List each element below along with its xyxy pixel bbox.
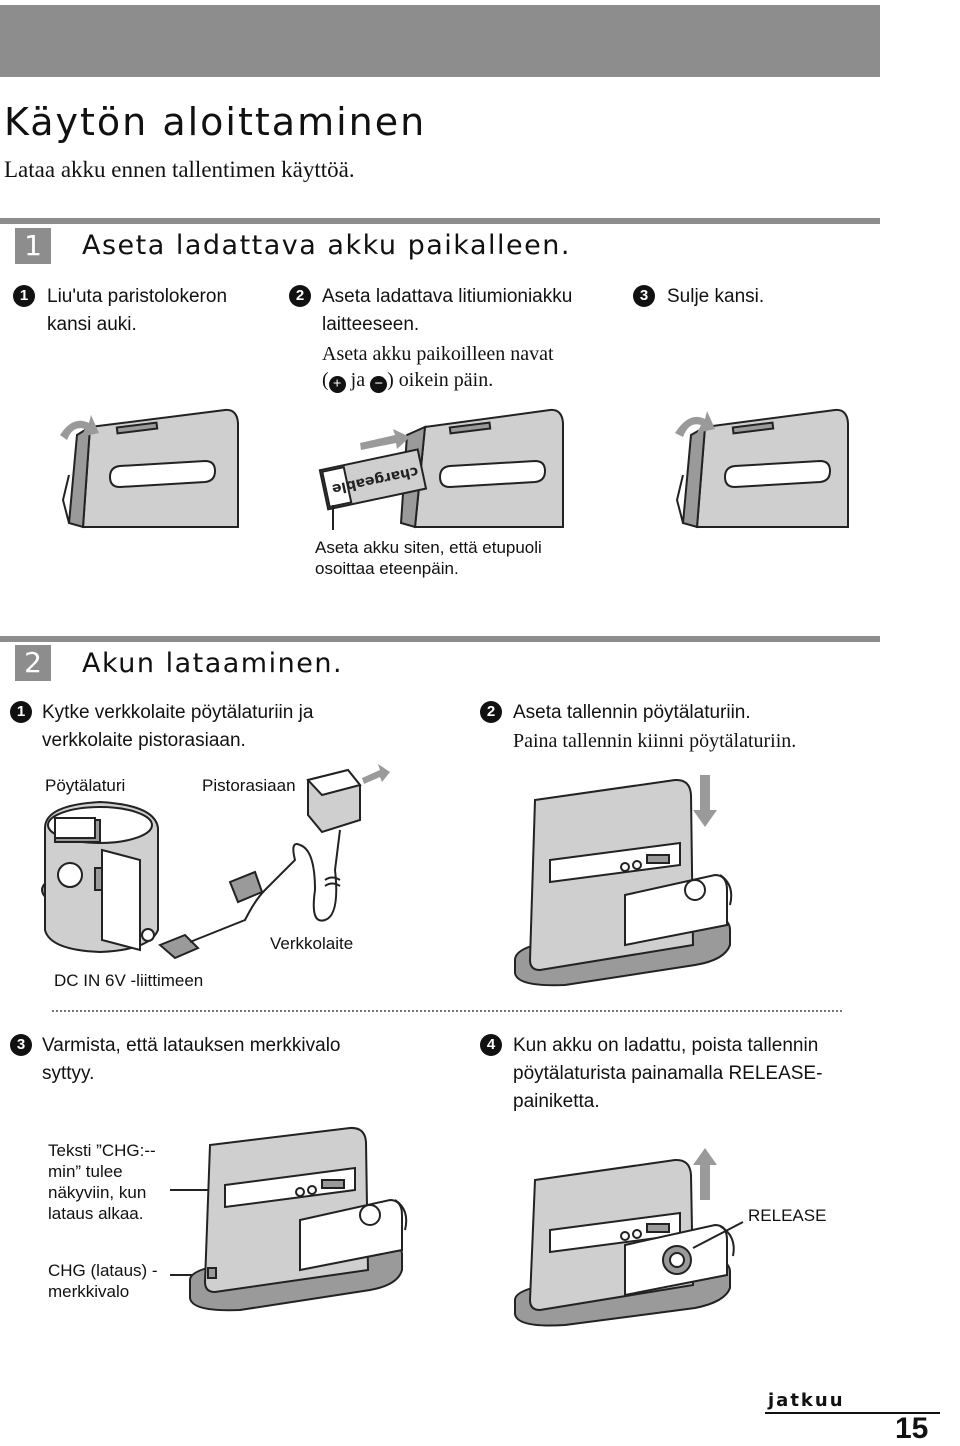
section-1-number: 1 [15,228,51,264]
label-chg-lamp: CHG (lataus) - merkkivalo [48,1260,158,1302]
minus-icon: − [370,376,387,393]
step-1-3-text: Sulje kansi. [667,283,764,311]
step-1-1-text: Liu'uta paristolokeron kansi auki. [47,283,227,339]
page-title: Käytön aloittaminen [4,100,426,144]
step-1-2-marker: 2 [289,285,311,307]
insert-battery-illustration: chargeable [315,405,570,530]
step-2-3-marker: 3 [10,1034,32,1056]
step-1-1-marker: 1 [13,285,35,307]
page-subtitle: Lataa akku ennen tallentimen käyttöä. [4,157,355,183]
section-2-number: 2 [15,645,51,681]
section-2-title: Akun lataaminen. [82,648,343,679]
label-chg-text: Teksti ”CHG:-- min” tulee näkyviin, kun … [48,1140,156,1224]
label-adapter: Verkkolaite [270,933,353,954]
step-1-3-marker: 3 [633,285,655,307]
plus-icon: + [329,376,346,393]
release-illustration [505,1140,745,1335]
open-lid-illustration [55,405,245,530]
step-2-4-text: Kun akku on ladattu, poista tallennin pö… [513,1032,822,1116]
battery-orientation-caption: Aseta akku siten, että etupuoli osoittaa… [315,537,542,579]
recorder-on-charger-illustration [505,765,745,995]
page-number: 15 [895,1412,928,1446]
section-1-rule [0,218,880,224]
charging-indicator-illustration [170,1120,420,1335]
step-2-4-marker: 4 [480,1034,502,1056]
step-2-3-text: Varmista, että latauksen merkkivalo sytt… [42,1032,341,1088]
section-2-rule [0,636,880,642]
step-2-1-text: Kytke verkkolaite pöytälaturiin ja verkk… [42,699,313,755]
close-lid-illustration [665,405,855,530]
section-1-title: Aseta ladattava akku paikalleen. [82,230,571,261]
step-1-2-note: Aseta akku paikoilleen navat (+ ja −) oi… [322,341,554,393]
label-dc-in: DC IN 6V -liittimeen [54,970,203,991]
step-1-2-text: Aseta ladattava litiumioniakku laitteese… [322,283,572,339]
step-2-1-marker: 1 [10,701,32,723]
continue-label: jatkuu [768,1390,845,1411]
label-release: RELEASE [748,1205,826,1226]
header-bar [0,5,880,77]
step-2-2-text: Aseta tallennin pöytälaturiin. Paina tal… [513,699,796,755]
charger-adapter-illustration [40,760,400,990]
divider-dotted [52,1010,842,1012]
step-2-2-marker: 2 [480,701,502,723]
